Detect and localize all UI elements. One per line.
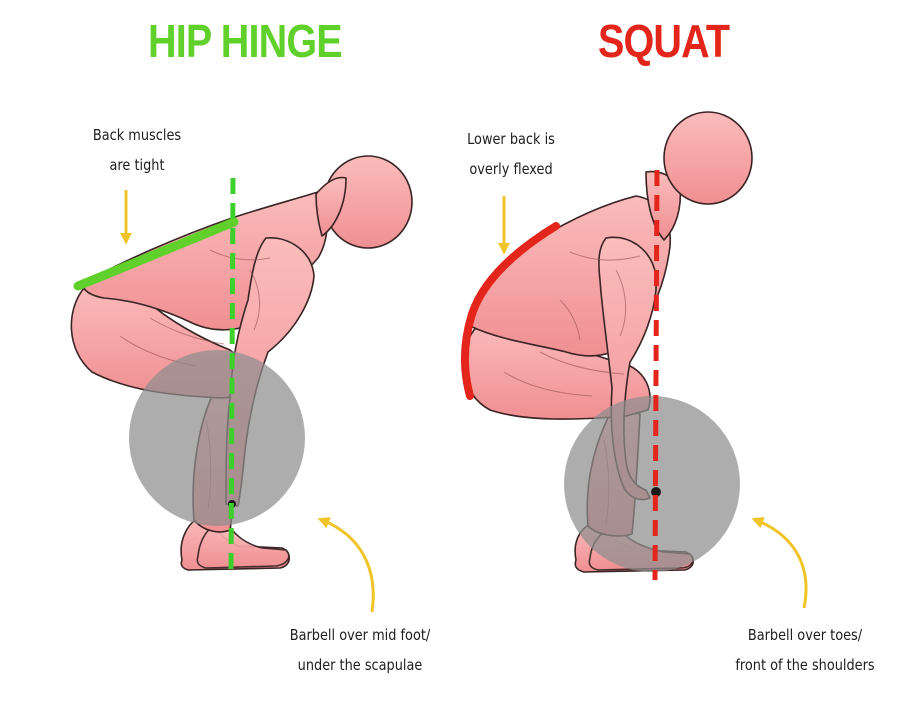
hinge-back-line [73,217,239,291]
squat-title: SQUAT [598,15,730,67]
squat-barbell-bar [651,487,661,497]
squat-bottom-arrow [751,517,808,609]
note-line: Lower back is [467,130,555,148]
note-line: overly flexed [469,160,553,178]
note-line: are tight [109,156,165,174]
squat-bottom-note: Barbell over toes/ front of the shoulder… [715,620,896,680]
squat-head [663,111,753,205]
squat-barbell-plate [564,396,740,572]
hip-hinge-bottom-note: Barbell over mid foot/ under the scapula… [270,620,451,680]
hinge-barbell-plate [129,350,305,526]
hinge-bottom-arrow [317,517,375,613]
squat-plumb-line [652,169,660,581]
hinge-neck [315,176,347,237]
squat-back-line [461,222,560,400]
note-line: Barbell over mid foot/ [289,626,431,644]
note-line: under the scapulae [297,656,423,674]
hinge-plumb-line [228,177,236,573]
hip-hinge-top-note: Back muscles are tight [73,120,202,180]
hip-hinge-title: HIP HINGE [148,15,343,67]
note-line: Back muscles [92,126,182,144]
note-line: Barbell over toes/ [747,626,863,644]
note-line: front of the shoulders [735,656,875,674]
squat-top-note: Lower back is overly flexed [447,124,576,184]
